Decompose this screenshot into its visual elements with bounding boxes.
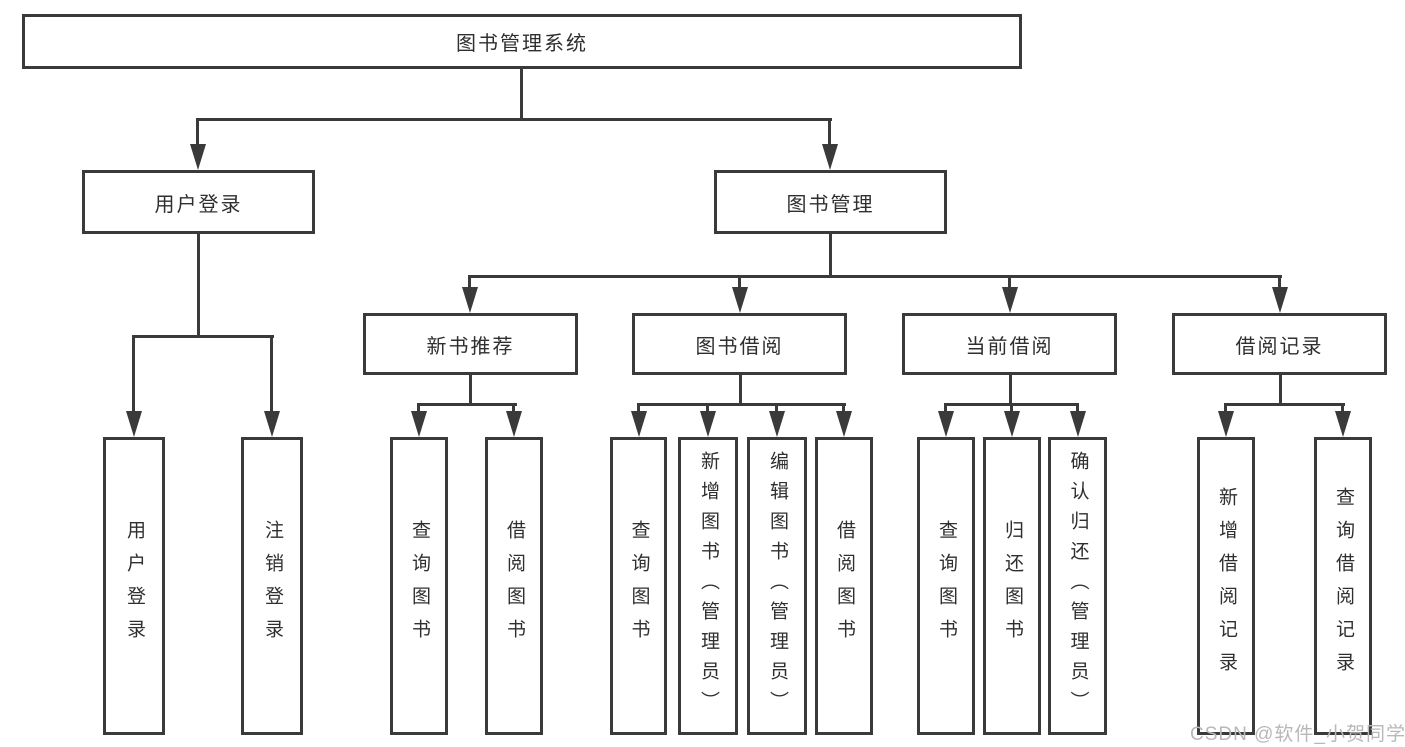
node-label: 注销登录	[261, 520, 283, 652]
connector-user-login-rail	[133, 335, 274, 338]
node-label: 图书管理	[786, 193, 875, 216]
connector-user-login-stem	[197, 234, 200, 335]
node-book-borrowing: 图书借阅	[632, 313, 847, 375]
node-root: 图书管理系统	[22, 14, 1022, 69]
leaf-add-books-admin: 新增图书（管理员）	[678, 437, 738, 735]
node-book-management: 图书管理	[714, 170, 947, 234]
arrow-down-leaf-user-login	[126, 335, 142, 437]
arrow-down-borrowing-records	[1272, 275, 1288, 313]
arrow-down-book-borrowing	[732, 275, 748, 313]
connector-recommend-stem	[469, 375, 472, 403]
node-label: 新增图书（管理员）	[697, 451, 719, 721]
leaf-return-books: 归还图书	[983, 437, 1041, 735]
arrow-down-new-book-recommend	[462, 275, 478, 313]
leaf-logout-login: 注销登录	[241, 437, 303, 735]
connector-level3-rail	[469, 275, 1282, 278]
leaf-query-books-2: 查询图书	[610, 437, 667, 735]
leaf-add-borrow-record: 新增借阅记录	[1197, 437, 1255, 735]
node-label: 查询借阅记录	[1332, 487, 1354, 685]
leaf-edit-books-admin: 编辑图书（管理员）	[747, 437, 807, 735]
connector-records-stem	[1279, 375, 1282, 403]
node-current-borrowing: 当前借阅	[902, 313, 1117, 375]
connector-root-stem	[520, 68, 523, 118]
node-label: 新书推荐	[426, 335, 515, 358]
connector-current-stem	[1009, 375, 1012, 403]
arrow-down-current-borrowing	[1002, 275, 1018, 313]
node-label: 借阅图书	[833, 520, 855, 652]
arrow-down-query-books-3	[938, 403, 954, 437]
node-label: 用户登录	[123, 520, 145, 652]
leaf-query-books-1: 查询图书	[390, 437, 448, 735]
arrow-down-edit-books	[769, 403, 785, 437]
leaf-query-books-3: 查询图书	[917, 437, 975, 735]
connector-borrowing-stem	[739, 375, 742, 403]
node-label: 查询图书	[628, 520, 650, 652]
leaf-confirm-return-admin: 确认归还（管理员）	[1048, 437, 1107, 735]
csdn-watermark: CSDN @软件_小贺同学	[1190, 724, 1405, 745]
connector-borrowing-rail	[638, 403, 846, 406]
leaf-user-login: 用户登录	[103, 437, 165, 735]
arrow-down-add-books	[700, 403, 716, 437]
node-new-book-recommend: 新书推荐	[363, 313, 578, 375]
arrow-down-return-books	[1004, 403, 1020, 437]
leaf-borrow-books-2: 借阅图书	[815, 437, 873, 735]
node-label: 编辑图书（管理员）	[766, 451, 788, 721]
arrow-down-add-borrow-record	[1218, 403, 1234, 437]
arrow-down-user-login	[190, 118, 206, 170]
arrow-down-book-management	[822, 118, 838, 170]
node-label: 查询图书	[408, 520, 430, 652]
node-label: 确认归还（管理员）	[1067, 451, 1089, 721]
node-label: 查询图书	[935, 520, 957, 652]
leaf-borrow-books-1: 借阅图书	[485, 437, 543, 735]
connector-book-management-stem	[829, 234, 832, 275]
node-label: 借阅记录	[1235, 335, 1324, 358]
arrow-down-borrow-books-2	[836, 403, 852, 437]
node-label: 借阅图书	[503, 520, 525, 652]
node-borrowing-records: 借阅记录	[1172, 313, 1387, 375]
node-label: 图书借阅	[695, 335, 784, 358]
arrow-down-leaf-logout	[264, 335, 280, 437]
arrow-down-query-books-1	[411, 403, 427, 437]
connector-records-rail	[1225, 403, 1345, 406]
leaf-query-borrow-record: 查询借阅记录	[1314, 437, 1372, 735]
node-label: 当前借阅	[965, 335, 1054, 358]
arrow-down-query-borrow-record	[1335, 403, 1351, 437]
connector-level2-rail	[197, 118, 832, 121]
node-label: 归还图书	[1001, 520, 1023, 652]
arrow-down-confirm-return	[1070, 403, 1086, 437]
connector-recommend-rail	[418, 403, 517, 406]
node-label: 用户登录	[154, 193, 243, 216]
node-label: 新增借阅记录	[1215, 487, 1237, 685]
arrow-down-borrow-books-1	[506, 403, 522, 437]
arrow-down-query-books-2	[631, 403, 647, 437]
node-user-login: 用户登录	[82, 170, 315, 234]
node-label: 图书管理系统	[456, 33, 588, 55]
